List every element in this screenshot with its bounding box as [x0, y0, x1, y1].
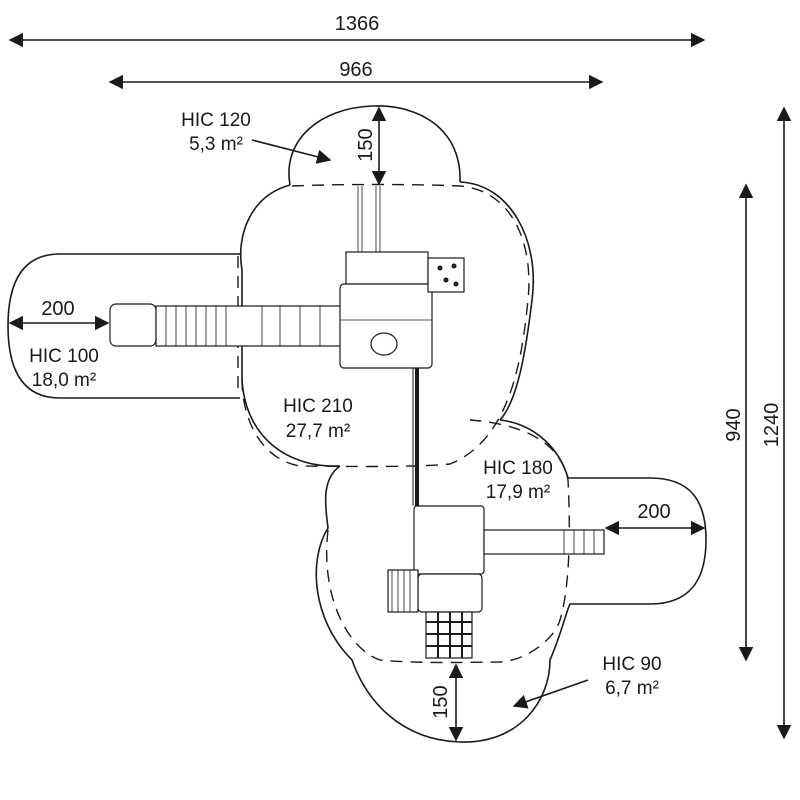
tower-lower	[387, 505, 605, 659]
zone-name-hic120: HIC 120	[181, 110, 251, 131]
zone-area-hic210: 27,7 m²	[286, 421, 350, 442]
tower-upper	[339, 186, 465, 369]
zone-outline-hic120	[288, 105, 461, 186]
dim-label-right-200: 200	[637, 501, 670, 523]
zone-name-hic210: HIC 210	[283, 396, 353, 417]
zone-area-hic90: 6,7 m²	[605, 678, 659, 699]
zone-boundary-upper	[241, 183, 530, 468]
zone-area-hic100: 18,0 m²	[32, 370, 96, 391]
dim-label-1240: 1240	[761, 403, 783, 448]
zone-name-hic100: HIC 100	[29, 346, 99, 367]
tube-slide-left	[109, 303, 343, 347]
zone-boundary-lower	[326, 419, 570, 664]
zone-outline-hic100	[7, 253, 240, 399]
dim-label-bottom-150: 150	[430, 685, 452, 718]
dim-label-1366: 1366	[335, 13, 380, 35]
bridge	[412, 368, 419, 506]
dim-label-966: 966	[339, 59, 372, 81]
leader-hic90	[512, 679, 589, 709]
dim-label-top-150: 150	[355, 128, 377, 161]
zone-area-hic180: 17,9 m²	[486, 482, 550, 503]
climbing-wall-panel	[427, 257, 465, 293]
tower-hatch	[370, 332, 398, 356]
zone-outline-hic180	[315, 419, 707, 743]
leader-hic120	[251, 139, 332, 164]
dim-label-left-200: 200	[41, 298, 74, 320]
zone-area-hic120: 5,3 m²	[189, 134, 243, 155]
zone-name-hic90: HIC 90	[602, 654, 661, 675]
dim-label-940: 940	[723, 408, 745, 441]
zone-name-hic180: HIC 180	[483, 458, 553, 479]
